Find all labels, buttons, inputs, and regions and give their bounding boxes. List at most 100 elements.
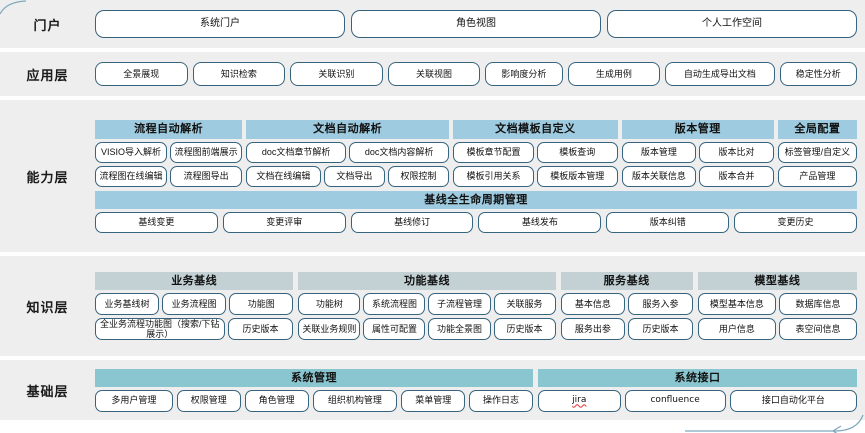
- know-item-all-business-flow-function-diagram[interactable]: 全业务流程功能图（搜索/下钻展示）: [95, 318, 225, 340]
- know-item-tablespace-info[interactable]: 表空间信息: [778, 318, 858, 340]
- knowledge-group-service-baseline: 服务基线 基本信息 服务入参 服务出参 历史版本: [560, 272, 693, 340]
- layer-label-portal: 门户: [33, 17, 62, 33]
- capability-row: 标签管理/自定义: [777, 141, 858, 163]
- know-item-service-input-param[interactable]: 服务入参: [628, 293, 693, 315]
- found-item-jira[interactable]: jira: [537, 389, 621, 412]
- cap-item-doc-content-parse[interactable]: doc文档内容解析: [349, 141, 450, 163]
- know-item-database-info[interactable]: 数据库信息: [778, 293, 858, 315]
- knowledge-row: 服务出参 历史版本: [560, 318, 693, 340]
- cap-item-permission-control[interactable]: 权限控制: [387, 165, 450, 187]
- app-item-relation-recognition[interactable]: 关联识别: [290, 62, 383, 86]
- application-button-row: 全景展现 知识检索 关联识别 关联视图 影响度分析 生成用例 自动生成导出文档 …: [95, 62, 857, 86]
- capability-row: 版本关联信息 版本合并: [621, 165, 774, 187]
- found-item-menu-manage[interactable]: 菜单管理: [401, 389, 466, 412]
- capability-row: 流程图在线编辑 流程图导出: [95, 165, 243, 187]
- know-item-business-flowchart[interactable]: 业务流程图: [162, 293, 227, 315]
- cap-item-template-version-manage[interactable]: 模板版本管理: [536, 165, 618, 187]
- capability-row: 版本管理 版本比对: [621, 141, 774, 163]
- capability-row: 模板引用关系 模板版本管理: [453, 165, 618, 187]
- cap-item-template-reference-relation[interactable]: 模板引用关系: [453, 165, 534, 187]
- portal-button-row: 系统门户 角色视图 个人工作空间: [95, 10, 857, 38]
- lifecycle-item-baseline-release[interactable]: 基线发布: [478, 211, 602, 233]
- lifecycle-item-change-history[interactable]: 变更历史: [734, 211, 857, 233]
- cap-item-doc-online-edit[interactable]: 文档在线编辑: [246, 165, 321, 187]
- found-item-multi-user-manage[interactable]: 多用户管理: [95, 389, 173, 412]
- layer-label-knowledge: 知识层: [26, 299, 69, 315]
- found-item-interface-automation-platform[interactable]: 接口自动化平台: [729, 389, 857, 412]
- capability-group-doc-parse: 文档自动解析 doc文档章节解析 doc文档内容解析 文档在线编辑 文档导出 权…: [246, 119, 450, 187]
- app-item-auto-export-doc[interactable]: 自动生成导出文档: [665, 62, 775, 86]
- know-item-history-version-function[interactable]: 历史版本: [493, 318, 556, 340]
- knowledge-group-title-business-baseline: 业务基线: [95, 272, 294, 290]
- cap-item-template-chapter-config[interactable]: 模板章节配置: [453, 141, 534, 163]
- app-item-panorama[interactable]: 全景展现: [95, 62, 188, 86]
- app-item-impact-analysis[interactable]: 影响度分析: [485, 62, 563, 86]
- capability-group-doc-template: 文档模板自定义 模板章节配置 模板查询 模板引用关系 模板版本管理: [453, 119, 618, 187]
- know-item-basic-info[interactable]: 基本信息: [560, 293, 626, 315]
- know-item-service-output-param[interactable]: 服务出参: [560, 318, 626, 340]
- capability-group-version-manage: 版本管理 版本管理 版本比对 版本关联信息 版本合并: [621, 119, 774, 187]
- layer-foundation: 基础层 系统管理 多用户管理 权限管理 角色管理 组织机构管理 菜单管理 操作日…: [0, 360, 865, 420]
- cap-item-flowchart-export[interactable]: 流程图导出: [170, 165, 243, 187]
- capability-group-title-global-config: 全局配置: [777, 119, 858, 139]
- foundation-row: 多用户管理 权限管理 角色管理 组织机构管理 菜单管理 操作日志: [95, 389, 533, 412]
- know-item-attribute-configurable[interactable]: 属性可配置: [363, 318, 426, 340]
- lifecycle-item-baseline-revision[interactable]: 基线修订: [350, 211, 474, 233]
- cap-item-version-manage[interactable]: 版本管理: [621, 141, 697, 163]
- know-item-user-info[interactable]: 用户信息: [697, 318, 776, 340]
- found-item-operation-log[interactable]: 操作日志: [469, 389, 533, 412]
- app-item-generate-case[interactable]: 生成用例: [567, 62, 661, 86]
- app-item-stability-analysis[interactable]: 稳定性分析: [779, 62, 857, 86]
- portal-item-system-portal[interactable]: 系统门户: [95, 10, 345, 38]
- found-item-permission-manage[interactable]: 权限管理: [176, 389, 241, 412]
- cap-item-visio-import-parse[interactable]: VISIO导入解析: [95, 141, 168, 163]
- cap-item-flowchart-frontend-display[interactable]: 流程图前端展示: [170, 141, 243, 163]
- lifecycle-item-version-correction[interactable]: 版本纠错: [606, 211, 730, 233]
- know-item-function-diagram[interactable]: 功能图: [229, 293, 294, 315]
- foundation-group-title-system-manage: 系统管理: [95, 368, 533, 387]
- layer-label-capability: 能力层: [26, 169, 69, 185]
- know-item-system-flowchart[interactable]: 系统流程图: [363, 293, 426, 315]
- cap-item-flowchart-online-edit[interactable]: 流程图在线编辑: [95, 165, 168, 187]
- layer-label-application: 应用层: [26, 67, 69, 83]
- foundation-row: jira confluence 接口自动化平台: [537, 389, 857, 412]
- know-item-business-baseline-tree[interactable]: 业务基线树: [95, 293, 160, 315]
- app-item-knowledge-search[interactable]: 知识检索: [192, 62, 286, 86]
- cap-item-version-merge[interactable]: 版本合并: [699, 165, 774, 187]
- know-item-function-tree[interactable]: 功能树: [298, 293, 361, 315]
- portal-item-role-view[interactable]: 角色视图: [351, 10, 601, 38]
- capability-row: VISIO导入解析 流程图前端展示: [95, 141, 243, 163]
- lifecycle-item-baseline-change[interactable]: 基线变更: [95, 211, 218, 233]
- knowledge-group-model-baseline: 模型基线 模型基本信息 数据库信息 用户信息 表空间信息: [697, 272, 858, 340]
- know-item-related-service[interactable]: 关联服务: [493, 293, 556, 315]
- knowledge-group-title-service-baseline: 服务基线: [560, 272, 693, 290]
- capability-row: 模板章节配置 模板查询: [453, 141, 618, 163]
- capability-group-title-doc-template: 文档模板自定义: [453, 119, 618, 139]
- portal-item-personal-workspace[interactable]: 个人工作空间: [607, 10, 857, 38]
- lifecycle-row: 基线变更 变更评审 基线修订 基线发布 版本纠错 变更历史: [95, 211, 857, 233]
- cap-item-doc-export[interactable]: 文档导出: [323, 165, 385, 187]
- layer-body-knowledge: 业务基线 业务基线树 业务流程图 功能图 全业务流程功能图（搜索/下钻展示） 历…: [95, 256, 865, 356]
- know-item-model-basic-info[interactable]: 模型基本信息: [697, 293, 776, 315]
- lifecycle-item-change-review[interactable]: 变更评审: [222, 211, 346, 233]
- know-item-related-business-rule[interactable]: 关联业务规则: [298, 318, 361, 340]
- cap-item-tag-manage-custom[interactable]: 标签管理/自定义: [777, 141, 858, 163]
- cap-item-version-relation-info[interactable]: 版本关联信息: [621, 165, 697, 187]
- know-item-history-version-business[interactable]: 历史版本: [227, 318, 294, 340]
- cap-item-version-compare[interactable]: 版本比对: [699, 141, 774, 163]
- jira-label: jira: [572, 395, 587, 406]
- found-item-confluence[interactable]: confluence: [624, 389, 726, 412]
- capability-group-title-process-parse: 流程自动解析: [95, 119, 243, 139]
- know-item-history-version-service[interactable]: 历史版本: [628, 318, 693, 340]
- layer-body-capability: 流程自动解析 VISIO导入解析 流程图前端展示 流程图在线编辑 流程图导出 文…: [95, 100, 865, 252]
- found-item-org-structure-manage[interactable]: 组织机构管理: [312, 389, 398, 412]
- know-item-subprocess-manage[interactable]: 子流程管理: [428, 293, 491, 315]
- app-item-relation-view[interactable]: 关联视图: [387, 62, 481, 86]
- cap-item-template-query[interactable]: 模板查询: [536, 141, 618, 163]
- layer-label-foundation: 基础层: [26, 383, 69, 399]
- found-item-role-manage[interactable]: 角色管理: [244, 389, 309, 412]
- cap-item-doc-chapter-parse[interactable]: doc文档章节解析: [246, 141, 347, 163]
- cap-item-product-manage[interactable]: 产品管理: [777, 165, 858, 187]
- knowledge-group-business-baseline: 业务基线 业务基线树 业务流程图 功能图 全业务流程功能图（搜索/下钻展示） 历…: [95, 272, 294, 340]
- know-item-function-panorama[interactable]: 功能全景图: [428, 318, 491, 340]
